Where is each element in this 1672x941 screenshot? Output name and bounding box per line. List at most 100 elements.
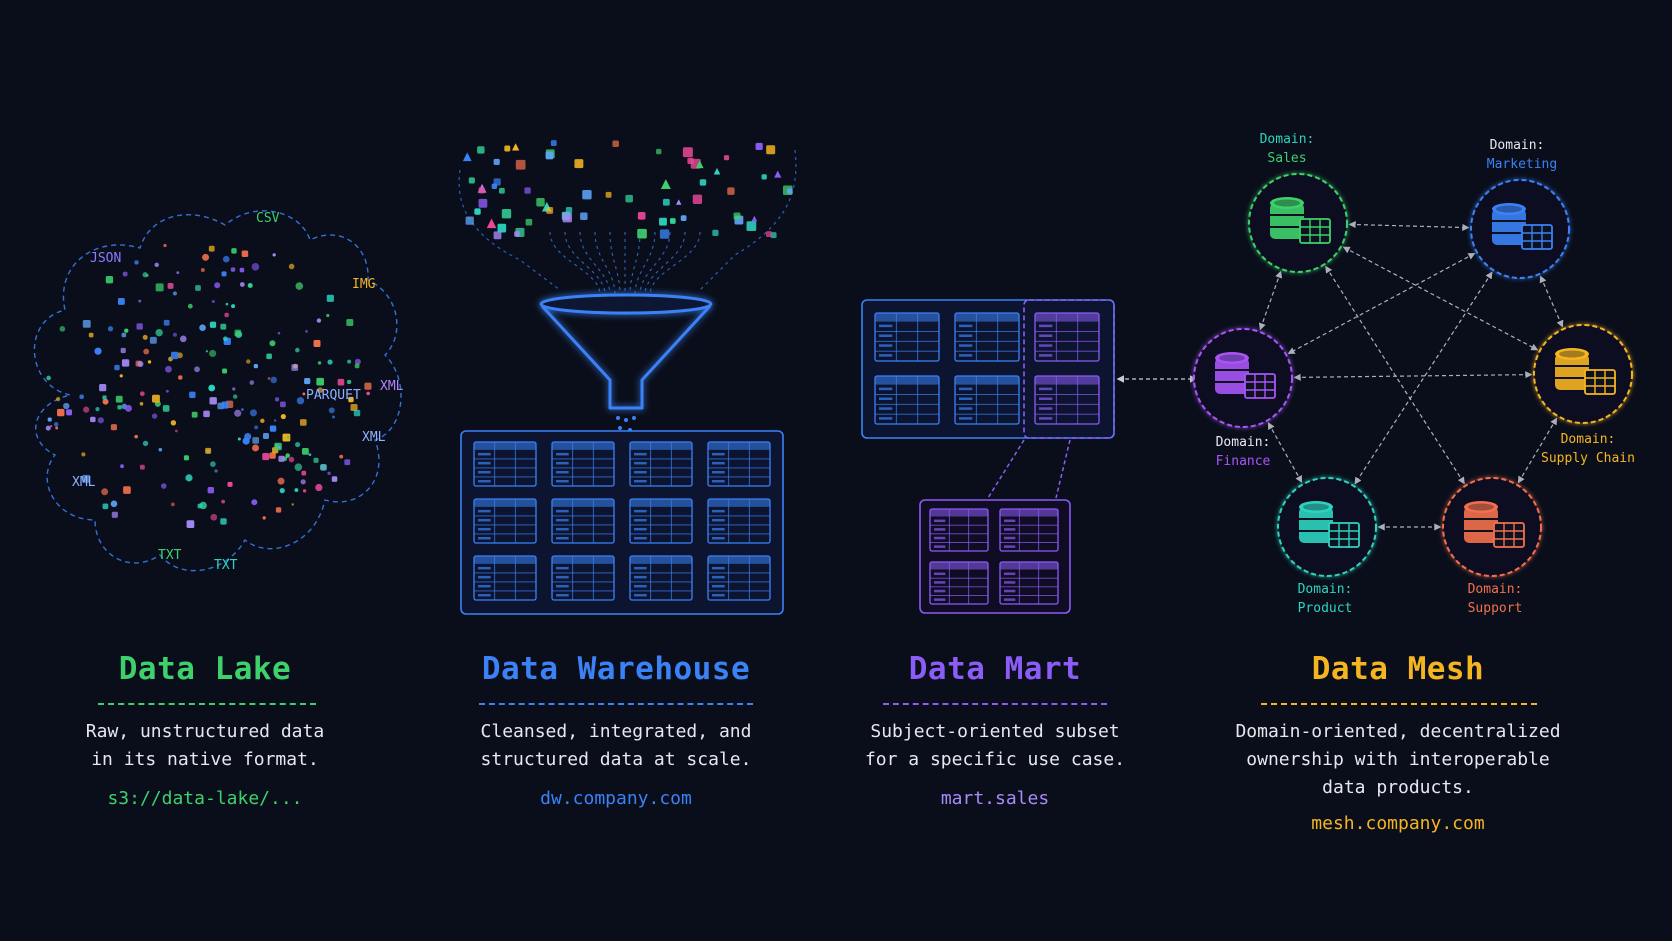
data-mart-link[interactable]: mart.sales [940, 788, 1050, 809]
data-stream [609, 231, 621, 296]
data-particle [267, 377, 271, 380]
format-label-img: IMG [352, 277, 376, 292]
svg-text:Domain:: Domain: [1298, 582, 1353, 597]
domain-node-support[interactable] [1442, 477, 1542, 577]
data-particle [625, 194, 633, 203]
mesh-connection [1293, 371, 1533, 381]
table-icon [551, 441, 615, 487]
data-particle [270, 376, 277, 384]
data-particle [214, 469, 218, 473]
data-particle [233, 394, 238, 399]
data-lake-link[interactable]: s3://data-lake/... [107, 788, 303, 809]
domain-node-marketing[interactable] [1470, 179, 1570, 279]
data-particle [203, 410, 210, 418]
data-stream [549, 231, 601, 296]
data-warehouse-description: Cleansed, integrated, and structured dat… [480, 721, 752, 770]
data-particle [154, 262, 159, 268]
mesh-connections [1258, 220, 1564, 531]
domain-node-finance[interactable] [1193, 328, 1293, 428]
data-particle [244, 432, 252, 441]
data-particle [765, 231, 772, 238]
data-particle [278, 455, 285, 462]
data-particle [662, 198, 670, 206]
data-particle [337, 378, 345, 386]
data-particle [222, 255, 230, 263]
data-particle [493, 158, 500, 166]
data-particle [101, 488, 109, 496]
data-lake-divider [98, 703, 316, 705]
data-particle [178, 375, 183, 380]
data-particle [687, 157, 694, 164]
data-particle [186, 520, 195, 528]
data-particle [295, 347, 300, 353]
svg-text:Supply Chain: Supply Chain [1541, 451, 1635, 466]
table-icon [1034, 312, 1100, 362]
data-particle [114, 364, 120, 371]
data-particle [313, 457, 319, 463]
data-particle [63, 402, 70, 410]
data-particle [251, 499, 258, 506]
data-particle [139, 464, 145, 470]
data-particle [353, 409, 361, 417]
domain-node-supply-chain[interactable] [1533, 324, 1633, 424]
data-particle [316, 318, 322, 323]
table-icon [707, 498, 771, 544]
data-particle [111, 511, 118, 518]
data-particle [277, 331, 281, 335]
data-particle [669, 218, 676, 224]
table-icon [473, 555, 537, 601]
grid-table-icon [1521, 224, 1553, 250]
data-particle [139, 401, 144, 406]
data-mesh-link[interactable]: mesh.company.com [1311, 813, 1485, 834]
data-particle [302, 489, 307, 493]
data-particle [682, 147, 693, 158]
data-warehouse-link[interactable]: dw.company.com [540, 788, 692, 809]
domain-node-sales[interactable] [1248, 173, 1348, 273]
grid-table-icon [1328, 522, 1360, 548]
data-particle [232, 387, 236, 391]
data-particle [142, 440, 149, 447]
table-icon [473, 441, 537, 487]
data-particle [209, 321, 217, 328]
data-particle [45, 425, 51, 431]
data-particle [102, 503, 109, 510]
data-particle [115, 395, 123, 403]
data-particle [105, 276, 114, 284]
mart-flow-line [1055, 439, 1071, 499]
format-label-csv: CSV [256, 211, 280, 226]
data-particle [269, 452, 276, 459]
warehouse-tables [473, 441, 771, 601]
panel-data-lake: Data Lake Raw, unstructured data in its … [60, 0, 350, 941]
data-particle [251, 263, 260, 271]
data-lake-description: Raw, unstructured data in its native for… [85, 721, 325, 770]
data-particle [347, 379, 352, 385]
data-particle [209, 397, 217, 405]
data-particle [134, 434, 138, 439]
data-stream [644, 231, 686, 296]
data-particle [124, 404, 132, 412]
data-particle [350, 403, 358, 412]
data-mart-description: Subject-oriented subset for a specific u… [864, 721, 1126, 770]
format-label-txt: TXT [214, 558, 238, 573]
mart-selected-subset [1023, 299, 1115, 439]
table-icon [874, 375, 940, 425]
data-particle [486, 218, 497, 229]
data-particle [320, 463, 327, 471]
mesh-domain-nodes [1193, 173, 1633, 577]
data-particle [82, 319, 91, 328]
data-particle [296, 397, 305, 405]
table-icon [999, 561, 1059, 605]
data-particle [210, 461, 216, 467]
domain-label-product: Domain: Product [1298, 582, 1353, 616]
data-particle [211, 299, 215, 303]
domain-node-product[interactable] [1277, 477, 1377, 577]
data-particle [580, 212, 588, 220]
data-particle [339, 454, 344, 459]
data-particle [327, 471, 331, 475]
data-particle [536, 198, 545, 207]
mart-flow-line [987, 439, 1025, 499]
data-particle [167, 283, 174, 289]
table-icon [954, 312, 1020, 362]
table-icon [707, 441, 771, 487]
data-particle [177, 352, 183, 359]
